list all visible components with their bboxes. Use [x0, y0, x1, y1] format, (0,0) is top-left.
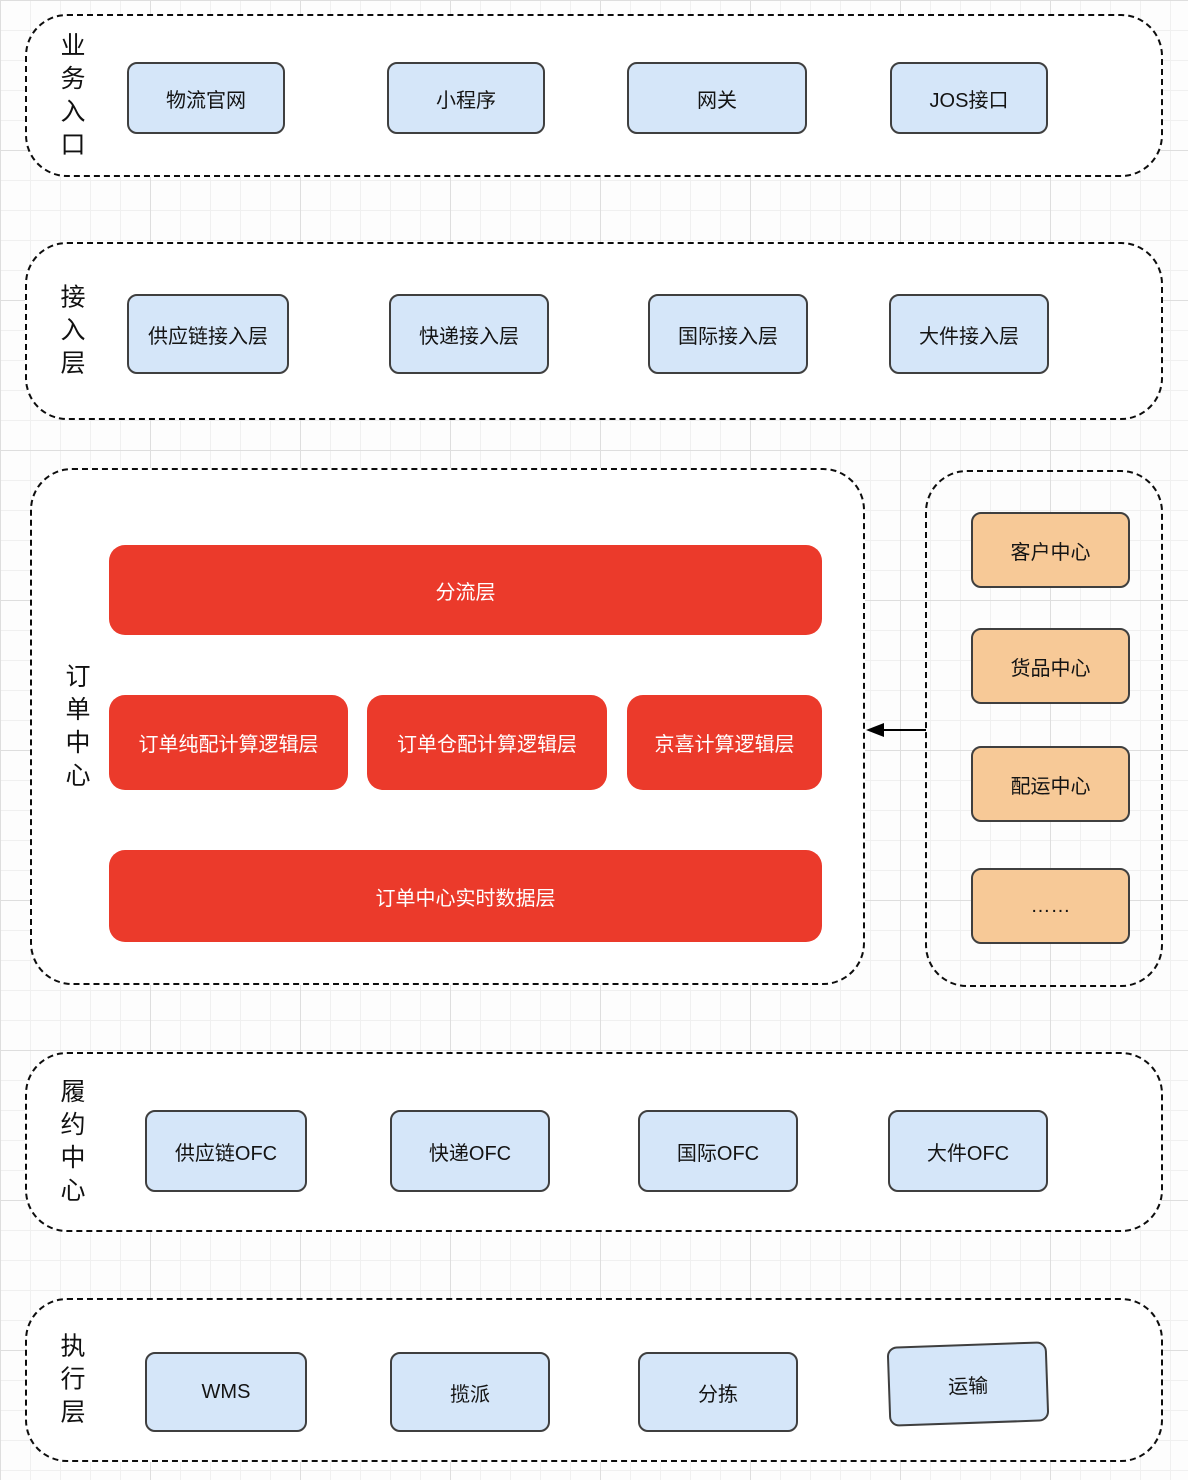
layer-label-business-entry: 业务入口 — [60, 31, 86, 159]
node-order-realtime-data: 订单中心实时数据层 — [109, 850, 822, 942]
node-wms: WMS — [145, 1352, 307, 1432]
layer-label-execution: 执行层 — [60, 1332, 86, 1427]
layer-label-access: 接入层 — [60, 283, 86, 378]
node-jingxi-logic: 京喜计算逻辑层 — [627, 695, 822, 790]
node-transport: 运输 — [886, 1341, 1050, 1427]
node-logistics-website: 物流官网 — [127, 62, 285, 134]
node-international-ofc: 国际OFC — [638, 1110, 798, 1192]
node-split-layer: 分流层 — [109, 545, 822, 635]
layer-fulfillment: 履约中心 供应链OFC 快递OFC 国际OFC 大件OFC — [25, 1052, 1163, 1232]
arrow-support-to-order-center — [866, 723, 926, 737]
node-distribution-center: 配运中心 — [971, 746, 1130, 822]
layer-access: 接入层 供应链接入层 快递接入层 国际接入层 大件接入层 — [25, 242, 1163, 420]
node-order-delivery-logic: 订单纯配计算逻辑层 — [109, 695, 348, 790]
node-bulky-ofc: 大件OFC — [888, 1110, 1048, 1192]
node-supply-chain-ofc: 供应链OFC — [145, 1110, 307, 1192]
node-customer-center: 客户中心 — [971, 512, 1130, 588]
node-jos-api: JOS接口 — [890, 62, 1048, 134]
layer-business-entry: 业务入口 物流官网 小程序 网关 JOS接口 — [25, 14, 1163, 177]
node-mini-program: 小程序 — [387, 62, 545, 134]
node-bulky-access: 大件接入层 — [889, 294, 1049, 374]
node-supply-chain-access: 供应链接入层 — [127, 294, 289, 374]
node-gateway: 网关 — [627, 62, 807, 134]
layer-label-fulfillment: 履约中心 — [60, 1078, 86, 1205]
layer-order-center: 订单中心 分流层 订单纯配计算逻辑层 订单仓配计算逻辑层 京喜计算逻辑层 订单中… — [30, 468, 865, 985]
panel-support-centers: 客户中心 货品中心 配运中心 …… — [925, 470, 1163, 987]
node-more-ellipsis: …… — [971, 868, 1130, 944]
node-order-warehouse-logic: 订单仓配计算逻辑层 — [367, 695, 607, 790]
node-express-access: 快递接入层 — [389, 294, 549, 374]
layer-execution: 执行层 WMS 揽派 分拣 运输 — [25, 1298, 1163, 1462]
node-goods-center: 货品中心 — [971, 628, 1130, 704]
layer-label-order-center: 订单中心 — [65, 662, 91, 790]
node-express-ofc: 快递OFC — [390, 1110, 550, 1192]
node-pickup-delivery: 揽派 — [390, 1352, 550, 1432]
node-sorting: 分拣 — [638, 1352, 798, 1432]
node-international-access: 国际接入层 — [648, 294, 808, 374]
